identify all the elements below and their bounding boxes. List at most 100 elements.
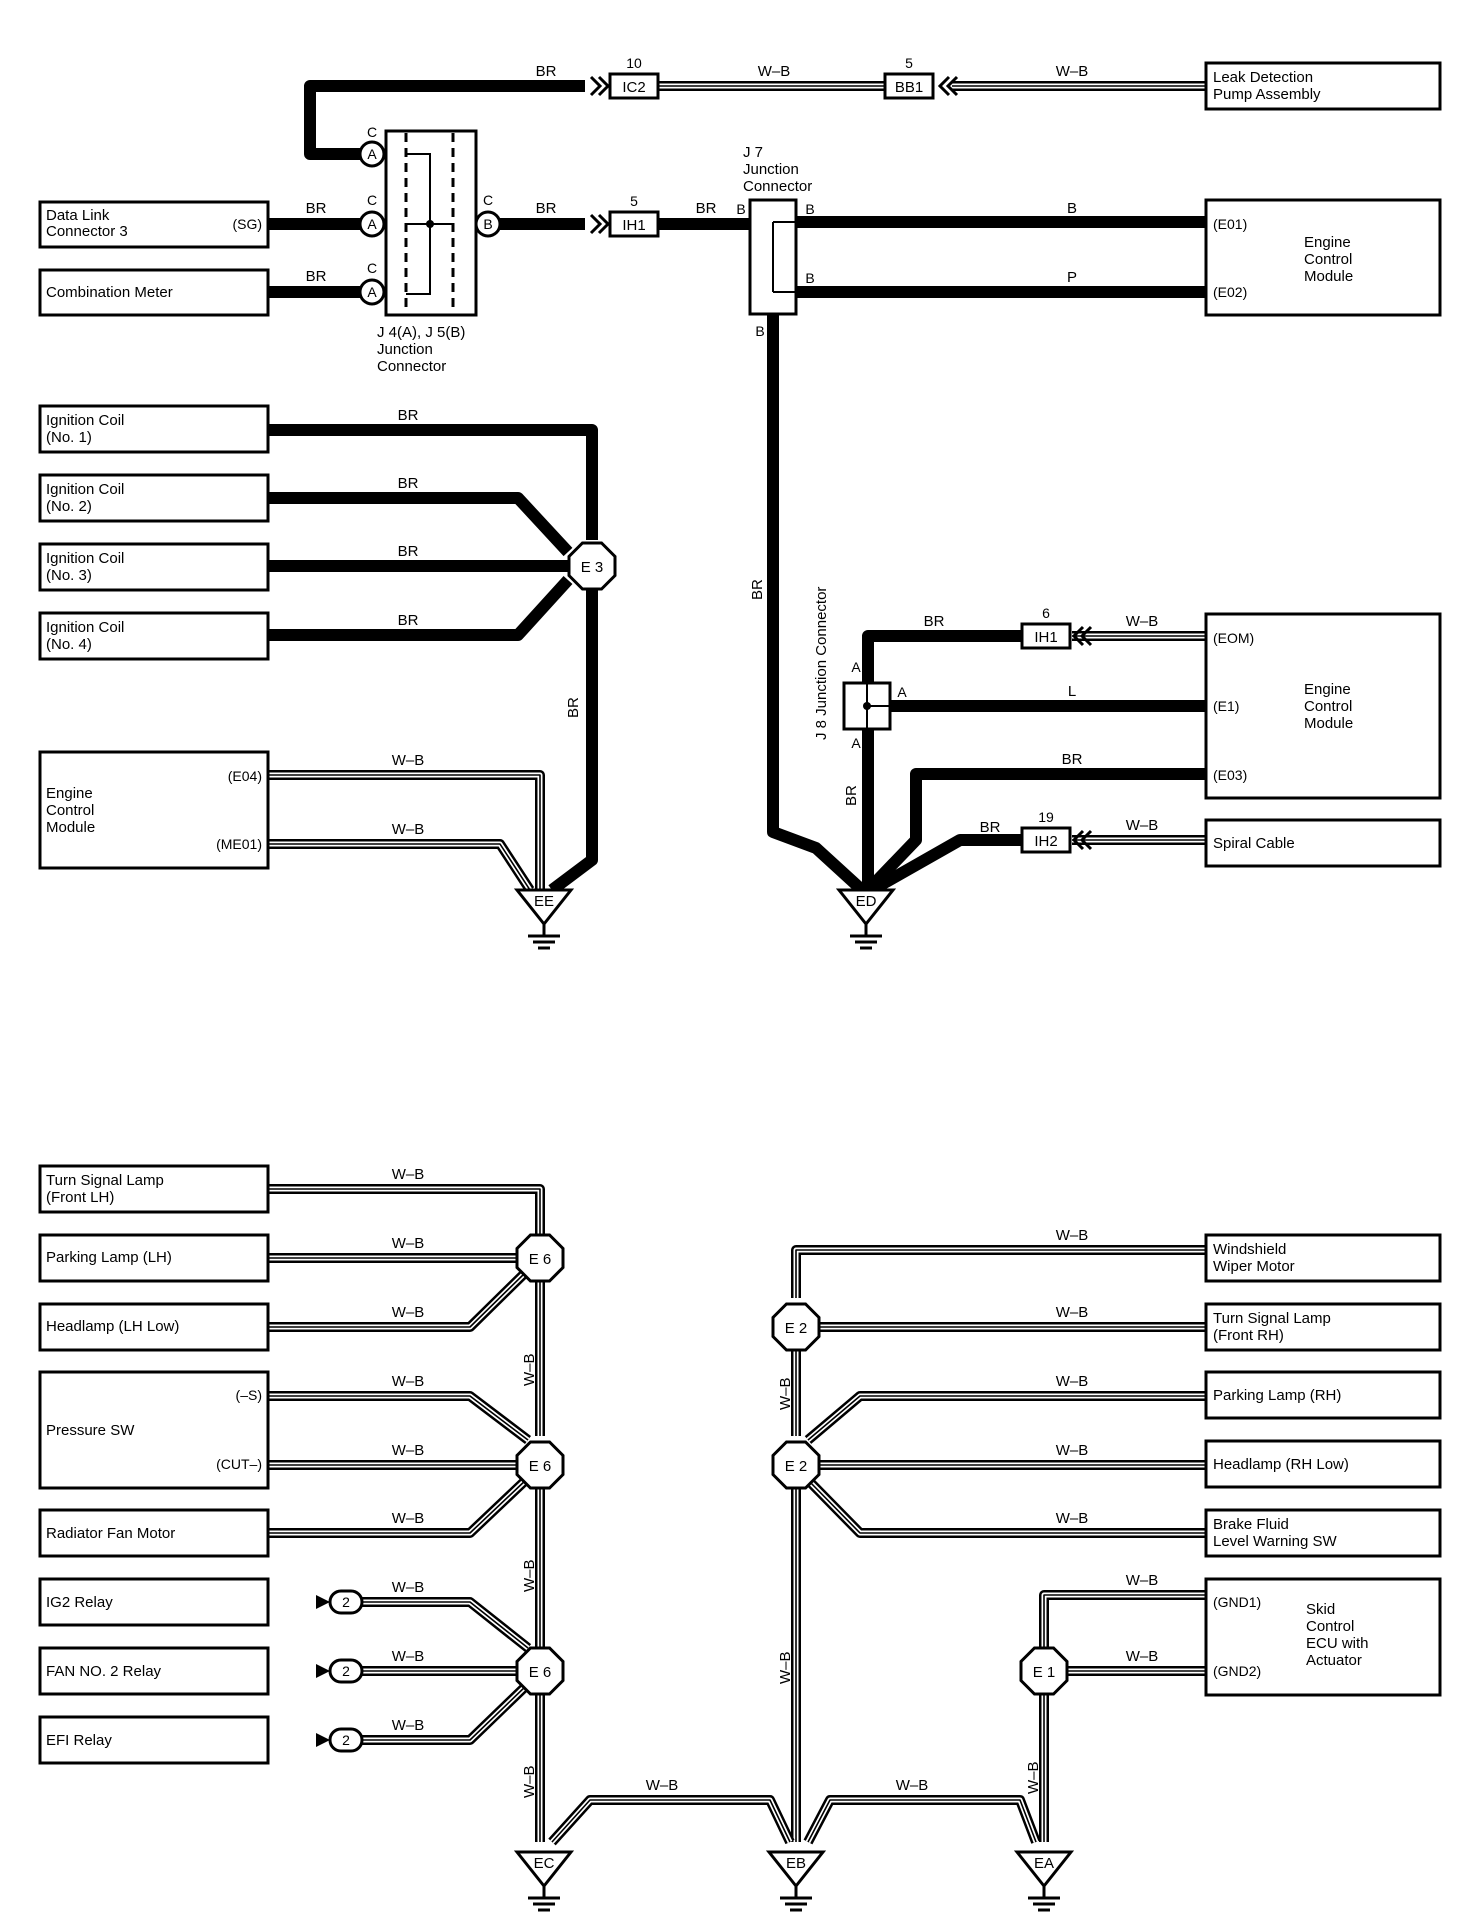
block-label: Engine (46, 785, 93, 802)
br-wire (304, 80, 585, 160)
j8-pin-a-bottom: A (851, 735, 861, 751)
junction-connector-j7: J 7 Junction Connector (743, 144, 812, 316)
block-label: Pressure SW (46, 1422, 135, 1439)
block-label: (No. 3) (46, 567, 92, 584)
ig2-relay-block: IG2 Relay (38, 1577, 270, 1627)
data-link-connector-3-block: Data Link Connector 3 (SG) (38, 200, 270, 249)
splice-e2-upper (771, 1302, 821, 1352)
wire-code-label: W–B (646, 1777, 679, 1794)
splice-e2-upper-label: E 2 (785, 1320, 808, 1337)
block-label: Headlamp (LH Low) (46, 1318, 179, 1335)
spiral-cable-block: Spiral Cable (1204, 818, 1442, 868)
wire-layer (268, 80, 1206, 1846)
turn-signal-lamp-front-rh-block: Turn Signal Lamp (Front RH) (1204, 1302, 1442, 1352)
wb-wire-core (268, 1269, 529, 1328)
br-wire (268, 424, 598, 540)
wb-wire-inner (806, 1393, 1206, 1442)
connector-ih1-mid-arrow (1079, 625, 1093, 647)
engine-control-module-right-block: Engine Control Module (EOM) (E1) (E03) (1204, 612, 1442, 800)
wire-code-label: BR (565, 697, 582, 718)
parking-lamp-lh-block: Parking Lamp (LH) (38, 1233, 270, 1283)
wire-code-label: BR (924, 613, 945, 630)
wire-code-label: W–B (1056, 1442, 1089, 1459)
ground-ea (1013, 1850, 1075, 1889)
connector-ih1-mid-arrow (1071, 625, 1085, 647)
connector-ic2-arrow (597, 75, 611, 97)
wire-code-label: W–B (1126, 1648, 1159, 1665)
wire-code-label: W–B (1056, 1227, 1089, 1244)
connector-ih2-arrow (1079, 829, 1093, 851)
junction-connector-j8: J 8 Junction Connector (813, 587, 892, 740)
relay-pin-fan2-arrow (316, 1664, 330, 1678)
connector-ih1-top-arrow (589, 213, 603, 235)
block-label: (Front LH) (46, 1189, 114, 1206)
block-label: IG2 Relay (46, 1594, 113, 1611)
connector-bb1 (883, 72, 935, 100)
headlamp-rh-low-block: Headlamp (RH Low) (1204, 1439, 1442, 1489)
splice-e3 (567, 541, 617, 591)
block-label: Level Warning SW (1213, 1533, 1337, 1550)
splice-e6-middle (515, 1440, 565, 1490)
connector-ih2-arrow (1071, 829, 1085, 851)
block-label: Ignition Coil (46, 619, 124, 636)
junction-label: J 7 (743, 144, 763, 161)
connector-ih2-label: IH2 (1034, 833, 1057, 850)
j7-pin-b-bottom: B (755, 323, 764, 339)
pin-label-e03: (E03) (1213, 767, 1247, 783)
connector-ih1-top-pin-number: 5 (630, 193, 638, 209)
wire-code-label: BR (843, 785, 860, 806)
wire-code-label: BR (306, 268, 327, 285)
wb-wire (268, 1184, 545, 1236)
wb-wire-core (268, 1188, 541, 1236)
wb-wire-inner (806, 1478, 1206, 1536)
j4-pin-c-upper: C (367, 124, 377, 140)
wire-code-label: W–B (1056, 63, 1089, 80)
block-label: Control (46, 802, 94, 819)
ground-ec (513, 1850, 575, 1889)
j7-pin-b-left: B (736, 201, 745, 217)
j4-pin-a-middle-letter: A (367, 216, 377, 232)
wb-wire (791, 1245, 1206, 1298)
relay-pin-ig2-label: 2 (342, 1594, 350, 1610)
wb-wire-inner (805, 1797, 1039, 1844)
wire-code-label: BR (749, 579, 766, 600)
wb-wire (1039, 1590, 1206, 1648)
block-label: (No. 1) (46, 429, 92, 446)
pin-label-e1: (E1) (1213, 698, 1239, 714)
wire-code-label: BR (398, 407, 419, 424)
junction-label: Junction (377, 341, 433, 358)
block-label: Headlamp (RH Low) (1213, 1456, 1349, 1473)
ground-ea-label: EA (1034, 1855, 1054, 1872)
engine-control-module-top-block: Engine Control Module (E01) (E02) (1204, 198, 1442, 317)
combination-meter-block: Combination Meter (38, 268, 270, 317)
wire-code-label: W–B (1056, 1510, 1089, 1527)
j7-pin-b-lower: B (805, 270, 814, 286)
wire-code-label: W–B (392, 1510, 425, 1527)
wb-wire-core (1043, 1594, 1206, 1648)
wire-code-label: BR (536, 200, 557, 217)
pin-label-gnd1: (GND1) (1213, 1594, 1261, 1610)
wire-code-label: BR (1062, 751, 1083, 768)
turn-signal-lamp-front-lh-block: Turn Signal Lamp (Front LH) (38, 1164, 270, 1214)
wb-wire-inner (268, 841, 533, 892)
block-label: Control (1304, 251, 1352, 268)
connector-ic2-label: IC2 (622, 79, 645, 96)
pin-label-e02: (E02) (1213, 284, 1247, 300)
wire-code-label: W–B (392, 1373, 425, 1390)
fan-no-2-relay-block: FAN NO. 2 Relay (38, 1646, 270, 1696)
wire-code-label: W–B (1126, 1572, 1159, 1589)
block-label: Windshield (1213, 1241, 1286, 1258)
wire-code-label: W–B (392, 1717, 425, 1734)
windshield-wiper-motor-block: Windshield Wiper Motor (1204, 1233, 1442, 1283)
wire-code-label: W–B (521, 1353, 538, 1386)
wb-wire-core (338, 1601, 529, 1649)
br-wire (863, 768, 1206, 895)
wire-code-label: W–B (392, 1235, 425, 1252)
ignition-coil-4-block: Ignition Coil (No. 4) (38, 611, 270, 661)
wire-code-label: W–B (777, 1651, 794, 1684)
wire-code-label: BR (306, 200, 327, 217)
ignition-coil-3-block: Ignition Coil (No. 3) (38, 542, 270, 592)
wb-wire-inner (268, 1393, 530, 1442)
ground-ee (513, 888, 575, 927)
